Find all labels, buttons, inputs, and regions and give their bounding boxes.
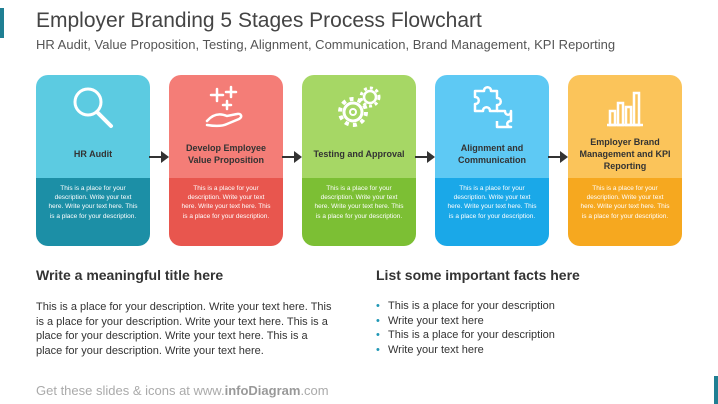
stage-description: This is a place for your description. Wr… bbox=[447, 185, 537, 220]
stage-top-panel bbox=[568, 75, 682, 178]
bullet-icon: • bbox=[376, 314, 380, 327]
stage-card-kpi-reporting: This is a place for your description. Wr… bbox=[568, 75, 682, 246]
stage-name: Testing and Approval bbox=[313, 149, 405, 159]
slide-title: Employer Branding 5 Stages Process Flowc… bbox=[36, 9, 482, 32]
stage-name: Employer Brand Management and KPI Report… bbox=[579, 137, 671, 171]
fact-text: Write your text here bbox=[388, 314, 484, 327]
footer-suffix: .com bbox=[300, 383, 329, 398]
list-item: • This is a place for your description bbox=[376, 299, 555, 314]
gears-icon bbox=[302, 83, 416, 133]
footer-link-text[interactable]: Get these slides & icons at www.infoDiag… bbox=[36, 383, 329, 398]
stage-bottom-panel: This is a place for your description. Wr… bbox=[435, 178, 549, 246]
puzzle-icon bbox=[435, 83, 549, 133]
stage-name: HR Audit bbox=[73, 149, 113, 159]
facts-list: • This is a place for your description • W… bbox=[376, 299, 555, 357]
bar-chart-icon bbox=[568, 83, 682, 133]
stage-name: Develop Employee Value Proposition bbox=[185, 143, 267, 165]
stage-card-hr-audit: This is a place for your description. Wr… bbox=[36, 75, 150, 246]
stage-description: This is a place for your description. Wr… bbox=[314, 185, 404, 220]
list-item: • Write your text here bbox=[376, 343, 555, 358]
stage-card-alignment: This is a place for your description. Wr… bbox=[435, 75, 549, 246]
stage-description: This is a place for your description. Wr… bbox=[580, 185, 670, 220]
arrow-right-icon bbox=[282, 151, 302, 163]
left-section-text: This is a place for your description. Wr… bbox=[36, 301, 332, 357]
right-section-title: List some important facts here bbox=[376, 267, 580, 283]
stage-top-panel bbox=[36, 75, 150, 178]
stage-description: This is a place for your description. Wr… bbox=[48, 185, 138, 220]
footer-prefix: Get these slides & icons at www. bbox=[36, 383, 225, 398]
slide-subtitle: HR Audit, Value Proposition, Testing, Al… bbox=[36, 37, 616, 52]
bullet-icon: • bbox=[376, 329, 380, 341]
fact-text: This is a place for your description bbox=[388, 329, 555, 341]
arrow-right-icon bbox=[548, 151, 568, 163]
stage-name: Alignment and Communication bbox=[457, 143, 526, 165]
footer-brand: infoDiagram bbox=[224, 383, 301, 398]
stage-card-value-proposition: This is a place for your description. Wr… bbox=[169, 75, 283, 246]
bullet-icon: • bbox=[376, 300, 380, 312]
arrow-right-icon bbox=[415, 151, 435, 163]
stage-bottom-panel: This is a place for your description. Wr… bbox=[568, 178, 682, 246]
list-item: • Write your text here bbox=[376, 314, 555, 329]
arrow-right-icon bbox=[149, 151, 169, 163]
stage-bottom-panel: This is a place for your description. Wr… bbox=[169, 178, 283, 246]
stage-top-panel bbox=[302, 75, 416, 178]
fact-text: Write your text here bbox=[388, 343, 484, 356]
hand-sparkles-icon bbox=[169, 83, 283, 133]
right-accent-bar bbox=[714, 376, 718, 404]
stage-card-testing: This is a place for your description. Wr… bbox=[302, 75, 416, 246]
list-item: • This is a place for your description bbox=[376, 328, 555, 343]
left-accent-bar bbox=[0, 8, 4, 38]
stage-bottom-panel: This is a place for your description. Wr… bbox=[302, 178, 416, 246]
left-section-title: Write a meaningful title here bbox=[36, 267, 224, 283]
stage-bottom-panel: This is a place for your description. Wr… bbox=[36, 178, 150, 246]
magnifier-icon bbox=[36, 83, 150, 133]
bullet-icon: • bbox=[376, 343, 380, 356]
fact-text: This is a place for your description bbox=[388, 300, 555, 312]
stage-description: This is a place for your description. Wr… bbox=[181, 185, 271, 220]
